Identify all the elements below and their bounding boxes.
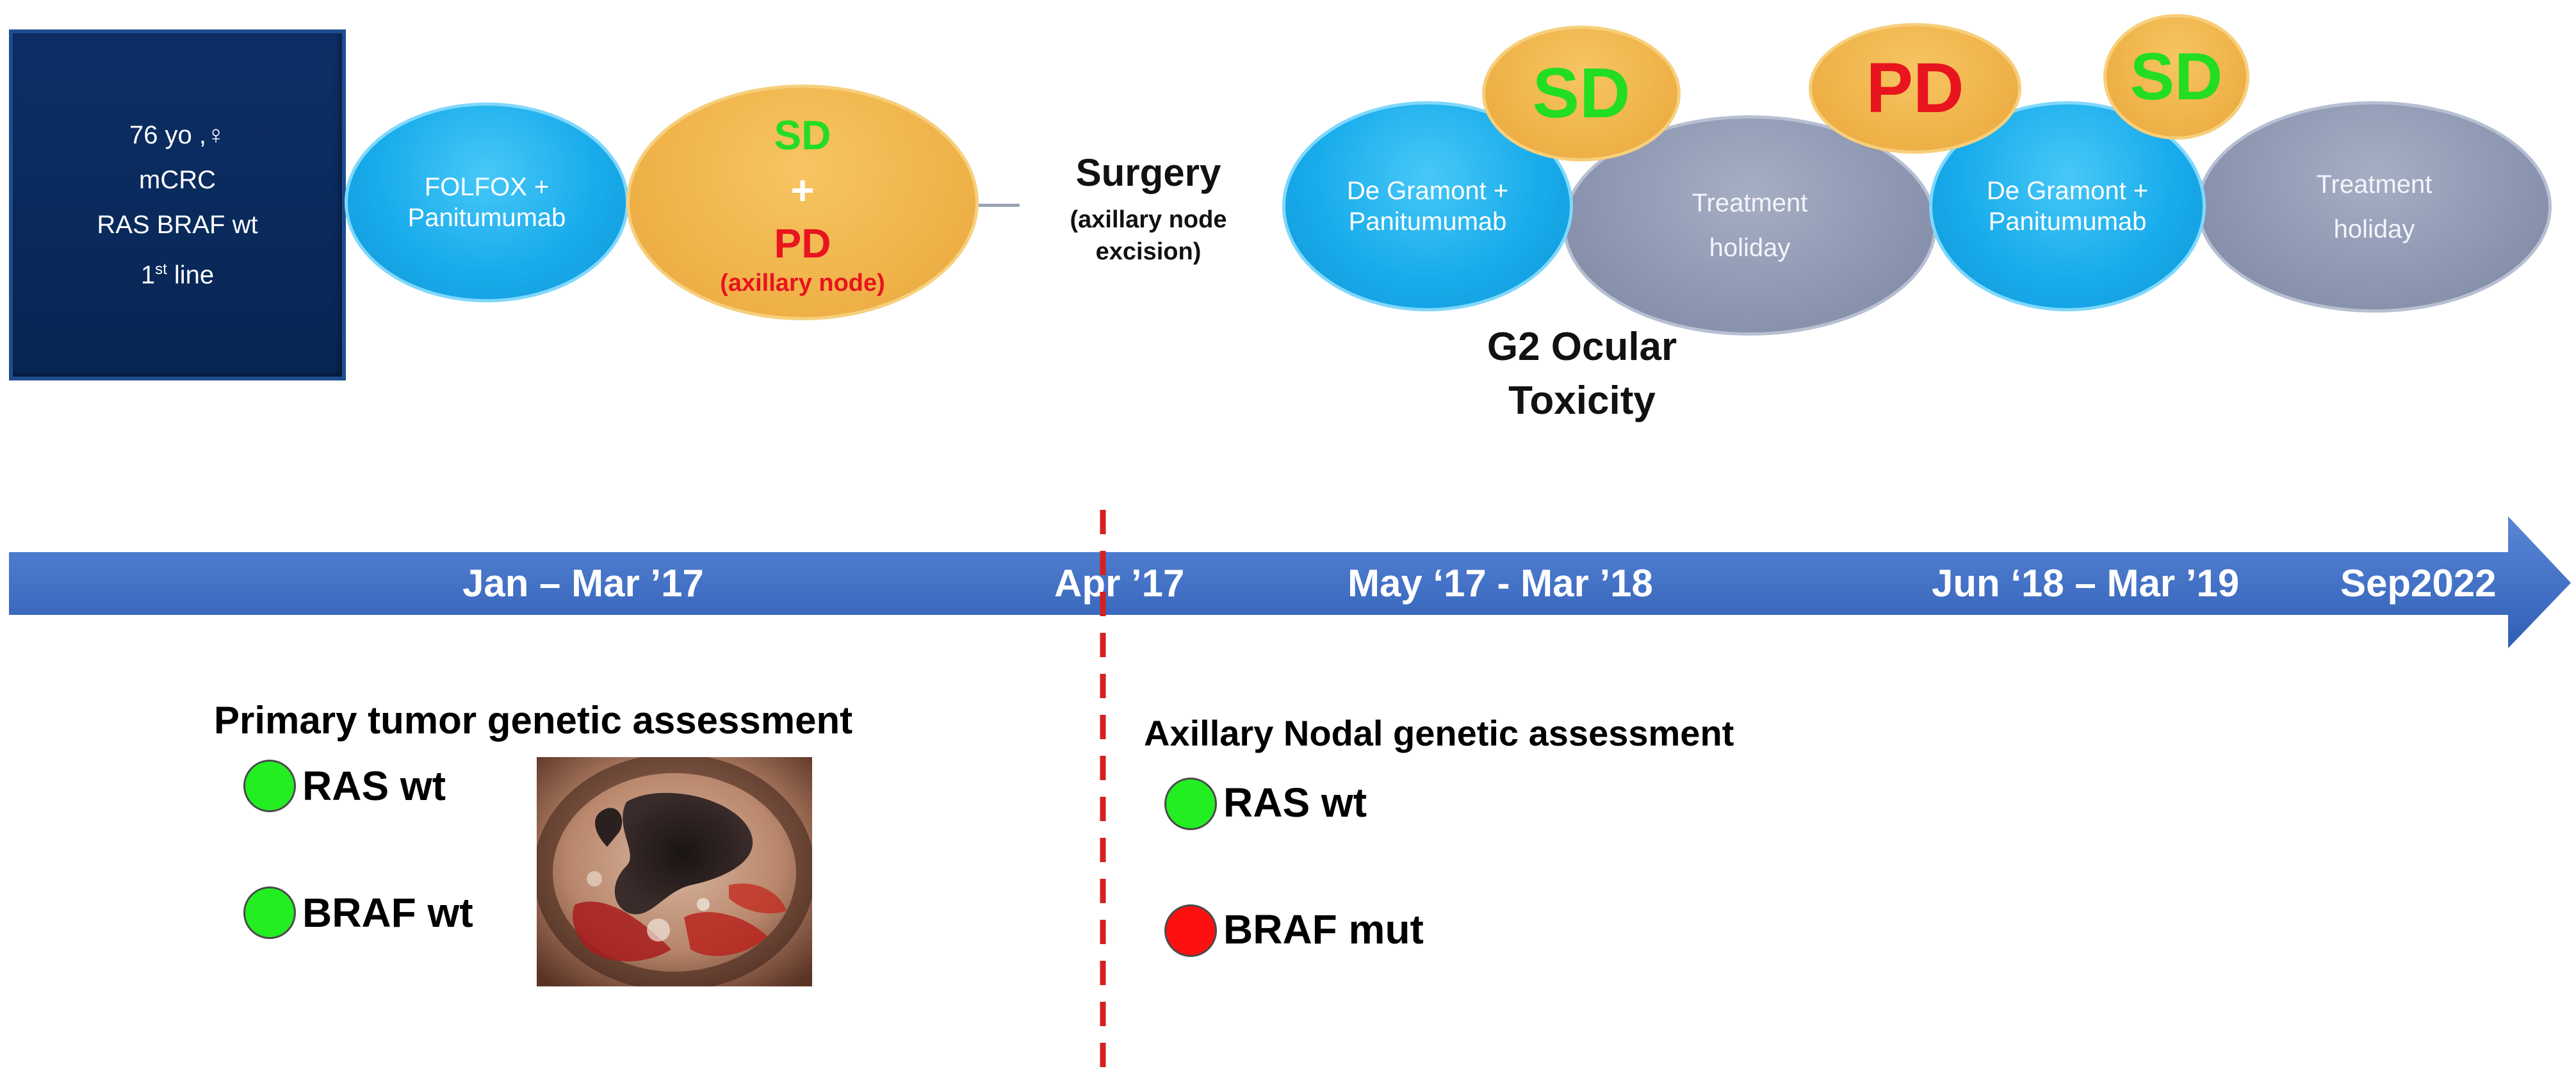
first-line-therapy-label-2: Panitumumab [407,204,566,232]
toxicity-line-2: Toxicity [1508,379,1656,423]
cycle1-therapy-label-2: Panitumumab [1348,208,1507,236]
timeline-label-jan-mar-17: Jan – Mar ’17 [462,562,704,605]
connector-line [974,204,1020,207]
patient-age-sex: 76 yo ,♀ [129,120,226,149]
nodal-assessment-title: Axillary Nodal genetic assessment [1144,713,1734,753]
first-line-response-plus: + [790,167,815,213]
surgery-event: Surgery (axillary node excision) [1038,128,1259,282]
cycle1-holiday-label-2: holiday [1709,234,1791,262]
patient-diagnosis: mCRC [139,165,216,194]
nodal-ras-label: RAS wt [1223,780,1367,826]
toxicity-line-1: G2 Ocular [1487,325,1677,369]
primary-assessment-title: Primary tumor genetic assessment [214,699,853,742]
primary-braf-label: BRAF wt [302,890,473,936]
first-line-response-pd-note: (axillary node) [720,270,885,297]
timeline-label-jun18-mar19: Jun ‘18 – Mar ’19 [1932,562,2240,605]
first-line-response-pd: PD [774,220,831,266]
surgery-title: Surgery [1075,151,1221,194]
timeline-label-apr-17: Apr ’17 [1054,562,1185,605]
patient-therapy-line: 1st line [140,260,215,290]
nodal-braf-label: BRAF mut [1223,906,1424,952]
timeline-label-sep2022: Sep2022 [2340,562,2497,605]
timeline-arrow [9,516,2571,648]
cycle1-sd-badge-label: SD [1532,54,1631,133]
primary-braf-status-dot [243,886,296,939]
cycle1-sd-badge: SD [1482,26,1681,161]
primary-ras-status-dot [243,760,296,812]
surgery-divider-line [1100,510,1106,1078]
surgery-note-2: excision) [1095,238,1202,265]
cycle2-sd-badge: SD [2103,14,2249,140]
cycle2-therapy-label-2: Panitumumab [1988,208,2147,236]
patient-summary-box: 76 yo ,♀ mCRC RAS BRAF wt 1st line [9,29,346,380]
cycle2-treatment-holiday-node: Treatment holiday [2197,101,2552,313]
cycle2-pd-badge-label: PD [1866,49,1964,127]
first-line-response-node: SD + PD (axillary node) [626,85,979,320]
endoscopy-image [537,757,812,986]
cycle2-holiday-label-1: Treatment [2316,170,2433,199]
nodal-braf-status-dot [1164,904,1217,957]
cycle2-holiday-label-2: holiday [2333,215,2415,243]
cycle1-holiday-label-1: Treatment [1692,189,1808,217]
first-line-response-sd: SD [774,112,831,158]
nodal-ras-status-dot [1164,778,1217,830]
cycle2-sd-badge-label: SD [2130,40,2223,114]
timeline-label-may17-mar18: May ‘17 - Mar ’18 [1348,562,1653,605]
cycle2-pd-badge: PD [1809,23,2021,154]
patient-mutation-status: RAS BRAF wt [97,210,258,239]
ocular-toxicity-annotation: G2 Ocular Toxicity [1396,316,1768,432]
cycle2-therapy-label-1: De Gramont + [1986,177,2149,205]
primary-ras-label: RAS wt [302,763,446,809]
cycle1-therapy-label-1: De Gramont + [1346,177,1509,205]
first-line-therapy-label-1: FOLFOX + [424,173,550,201]
first-line-therapy-node: FOLFOX + Panitumumab [345,102,629,302]
surgery-note-1: (axillary node [1070,206,1227,233]
